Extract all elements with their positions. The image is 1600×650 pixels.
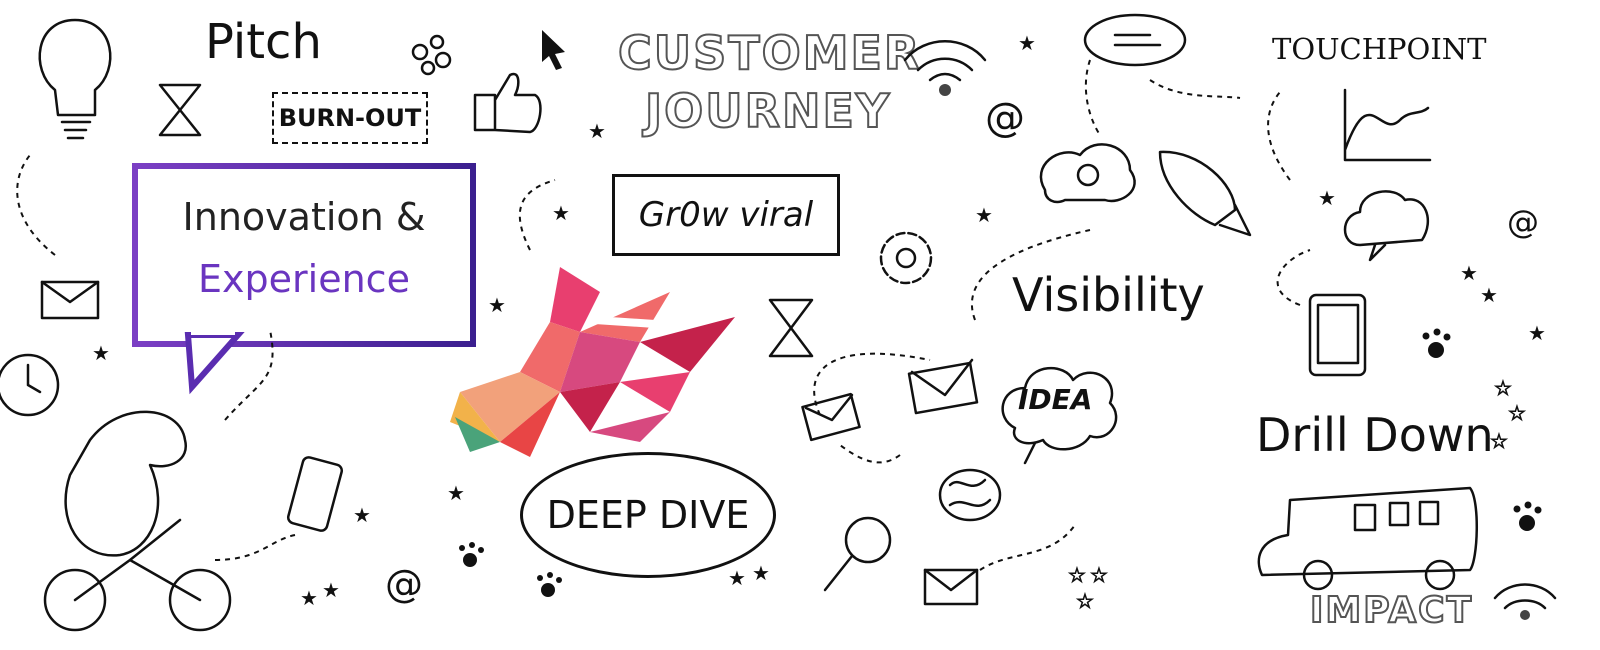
customer-journey-line2: JOURNEY	[644, 83, 892, 139]
envelope-icon	[907, 358, 979, 415]
innovation-line1: Innovation &	[182, 195, 426, 239]
bear-on-bicycle-icon	[43, 410, 232, 632]
cloud-icon	[1343, 190, 1430, 262]
star-icon: ★★★★ ★★★★ ★★★★ ★★★★	[92, 31, 1546, 610]
svg-text:★: ★	[488, 293, 506, 317]
at-sign-icon: @	[1507, 203, 1539, 241]
light-bulb-icon	[38, 18, 112, 140]
chart-sketch-icon	[1343, 88, 1432, 162]
gear-icon	[879, 231, 933, 285]
paw-print-icon	[1513, 501, 1542, 531]
svg-text:☆: ☆	[1494, 376, 1512, 400]
svg-text:★: ★	[92, 341, 110, 365]
svg-text:☆: ☆	[1508, 401, 1526, 425]
burn-out-label: BURN-OUT	[272, 92, 428, 144]
outline-star-icon: ☆☆☆ ☆☆☆	[1068, 376, 1527, 614]
idea-cloud-icon	[1001, 366, 1118, 465]
svg-text:★: ★	[1528, 321, 1546, 345]
envelope-icon	[40, 280, 100, 320]
svg-text:★: ★	[1018, 31, 1036, 55]
innovation-line2: Experience	[198, 257, 410, 301]
dots-cluster-icon	[411, 34, 452, 76]
bird-logo	[450, 267, 735, 457]
visibility-label: Visibility	[1012, 268, 1205, 322]
customer-journey-line1: CUSTOMER	[617, 25, 922, 81]
thumbs-up-icon	[473, 72, 542, 134]
deep-dive-bubble: DEEP DIVE	[520, 452, 776, 578]
touchpoint-label: TOUCHPOINT	[1272, 32, 1487, 66]
paw-print-icon	[537, 572, 562, 597]
wifi-icon	[903, 40, 987, 96]
speech-tail	[184, 329, 245, 395]
svg-text:★: ★	[1480, 283, 1498, 307]
svg-text:★: ★	[975, 203, 993, 227]
pitch-label: Pitch	[205, 14, 322, 70]
innovation-speech-box: Innovation & Experience	[132, 163, 476, 347]
svg-text:★: ★	[1318, 186, 1336, 210]
svg-text:★: ★	[1460, 261, 1478, 285]
brain-icon	[938, 468, 1002, 522]
drill-down-label: Drill Down	[1256, 408, 1494, 462]
hourglass-icon	[768, 298, 814, 358]
svg-text:★: ★	[322, 578, 340, 602]
svg-text:★: ★	[447, 481, 465, 505]
impact-label: IMPACT	[1309, 589, 1474, 632]
svg-text:☆: ☆	[1068, 563, 1086, 587]
hourglass-icon	[158, 83, 202, 137]
tablet-icon	[1308, 293, 1367, 377]
paw-print-icon	[459, 542, 484, 567]
at-sign-icon: @	[985, 95, 1025, 141]
svg-text:☆: ☆	[1076, 589, 1094, 613]
svg-text:★: ★	[728, 566, 746, 590]
idea-label: IDEA	[1018, 383, 1093, 416]
clock-icon	[0, 353, 60, 417]
svg-text:★: ★	[300, 586, 318, 610]
idea-cloud-bulb-icon	[1039, 143, 1136, 204]
envelope-icon	[801, 392, 861, 442]
at-sign-icon: @	[385, 562, 423, 606]
grow-viral-box: Gr0w viral	[612, 174, 840, 256]
cursor-icon	[542, 30, 565, 70]
svg-text:☆: ☆	[1490, 429, 1508, 453]
rocket-icon	[1158, 150, 1252, 237]
magnifying-glass-icon	[823, 516, 892, 592]
wifi-icon	[1493, 583, 1557, 620]
dashed-arrow	[16, 59, 1311, 571]
paw-print-icon	[1422, 328, 1451, 358]
envelope-icon	[923, 568, 979, 606]
svg-text:★: ★	[552, 201, 570, 225]
smartphone-icon	[286, 456, 344, 532]
scribble-bubble-icon	[1083, 13, 1187, 67]
svg-text:☆: ☆	[1090, 563, 1108, 587]
svg-text:★: ★	[752, 561, 770, 585]
svg-text:★: ★	[588, 119, 606, 143]
svg-text:★: ★	[353, 503, 371, 527]
school-bus-icon	[1257, 486, 1478, 591]
